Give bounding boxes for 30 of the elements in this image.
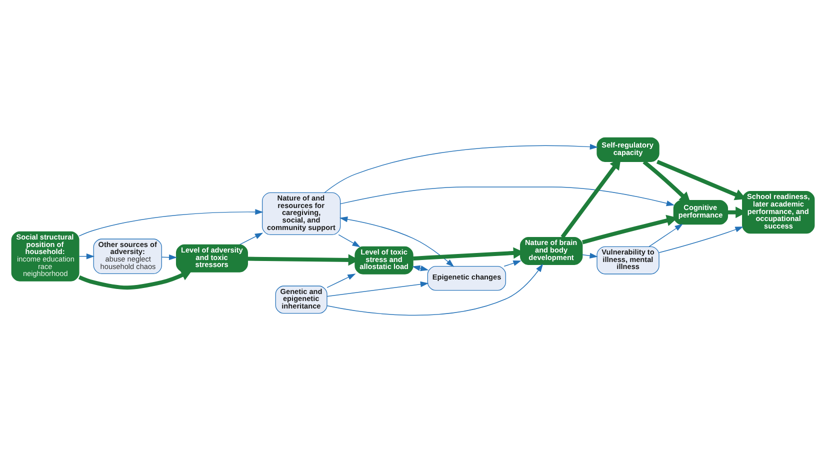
node-box: Epigenetic changes [427, 266, 506, 290]
node-box: Self-regulatory capacity [596, 136, 660, 162]
arrow [338, 234, 360, 247]
arrow [78, 208, 264, 236]
node-box: School readiness, later academic performance, and occupational success [742, 190, 815, 234]
node-box: Social structural position of household: income education race neighborhood [11, 230, 80, 281]
arrow [412, 264, 429, 271]
node-box: Genetic and epigenetic inheritance [275, 285, 328, 314]
arrow [582, 214, 678, 244]
arrow [658, 226, 744, 253]
arrow [656, 159, 746, 200]
arrow [340, 186, 675, 206]
node-box: Vulnerability to illness, mental illness [596, 246, 660, 274]
arrow [326, 273, 356, 288]
arrow [78, 269, 192, 290]
arrow [582, 252, 598, 258]
arrow [648, 223, 683, 246]
node-box: Other sources of adversity: abuse neglect household chaos [93, 238, 162, 274]
arrow [324, 143, 598, 192]
node-box: Nature of and resources for caregiving, social, and community support [262, 192, 341, 235]
node-box: Nature of brain and body development [520, 236, 583, 265]
arrow [504, 260, 522, 266]
node-box: Cognitive performance [673, 200, 728, 224]
node-box: Level of toxic stress and allostatic load [354, 246, 414, 274]
arrow [326, 263, 544, 316]
arrow [239, 232, 264, 244]
arrow [642, 160, 691, 203]
node-box: Level of adversity and toxic stressors [176, 244, 248, 272]
arrow [339, 216, 454, 266]
arrow [326, 280, 429, 296]
